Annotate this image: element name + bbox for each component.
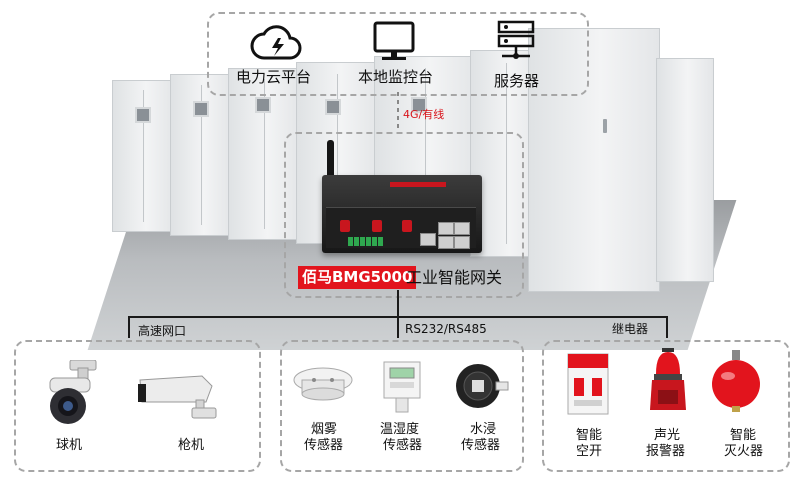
uplink-line	[397, 92, 399, 132]
interface-label-ethernet: 高速网口	[138, 324, 187, 338]
platform-label-server: 服务器	[494, 72, 540, 90]
drop-line-sensors	[397, 316, 399, 338]
device-label-dome-camera: 球机	[56, 438, 83, 453]
platform-label-monitor: 本地监控台	[358, 68, 434, 86]
actuator-group	[542, 340, 790, 472]
water-leak-sensor-icon	[452, 360, 510, 416]
gateway-trunk-line	[397, 290, 399, 317]
cabinet	[228, 68, 300, 240]
device-label-extinguisher-line1: 智能	[730, 428, 757, 443]
device-label-smoke-line2: 传感器	[304, 438, 344, 453]
antenna	[327, 140, 334, 208]
server-icon	[496, 20, 536, 68]
device-label-breaker-line1: 智能	[576, 428, 603, 443]
device-label-breaker-line2: 空开	[576, 444, 603, 459]
platform-label-cloud: 电力云平台	[236, 68, 312, 86]
alarm-beacon-icon	[646, 346, 690, 420]
fire-extinguisher-ball-icon	[708, 350, 764, 420]
device-label-beacon-line2: 报警器	[646, 444, 686, 459]
device-label-temphum-line1: 温湿度	[380, 422, 420, 437]
bullet-camera-icon	[136, 372, 220, 426]
smoke-detector-icon	[292, 362, 354, 410]
smart-breaker-icon	[566, 352, 610, 420]
dome-camera-icon	[40, 359, 104, 430]
uplink-label: 4G/有线	[403, 108, 445, 121]
device-label-bullet-camera: 枪机	[178, 438, 205, 453]
temperature-humidity-sensor-icon	[382, 356, 422, 418]
gateway-description: 工业智能网关	[406, 268, 503, 287]
cabinet	[112, 80, 174, 232]
cabinet-right-back	[656, 58, 714, 282]
device-label-smoke-line1: 烟雾	[311, 422, 338, 437]
device-label-temphum-line2: 传感器	[383, 438, 423, 453]
device-label-beacon-line1: 声光	[654, 428, 681, 443]
cabinet-right	[528, 28, 660, 292]
interface-label-relay: 继电器	[612, 322, 649, 336]
device-label-water-line1: 水浸	[470, 422, 497, 437]
gateway-brand-badge: 佰马BMG5000	[298, 266, 417, 289]
device-label-water-line2: 传感器	[461, 438, 501, 453]
cloud-lightning-icon	[250, 20, 302, 68]
camera-group	[14, 340, 261, 472]
sensor-group	[280, 340, 524, 472]
monitor-icon	[372, 20, 416, 68]
interface-label-serial: RS232/RS485	[405, 322, 487, 336]
cabinet	[170, 74, 232, 236]
device-label-extinguisher-line2: 灭火器	[724, 444, 764, 459]
drop-line-actuators	[666, 316, 668, 338]
gateway-group	[284, 132, 524, 298]
drop-line-cameras	[128, 316, 130, 338]
